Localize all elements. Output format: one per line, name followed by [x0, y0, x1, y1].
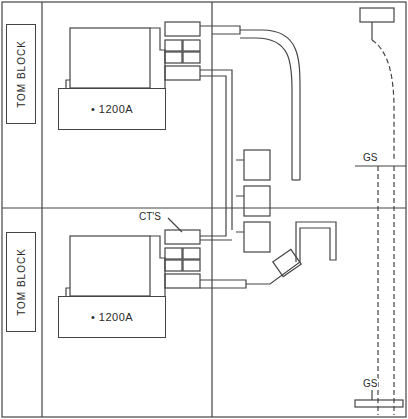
callout-label: GS: [362, 152, 378, 163]
callout-label: GS: [362, 378, 378, 389]
block-label: TOM BLOCK: [16, 248, 27, 316]
rating-label: • 1200A: [91, 103, 133, 115]
block-label: TOM BLOCK: [16, 40, 27, 108]
terminal-block: TOM BLOCK: [6, 24, 36, 124]
terminal-block: TOM BLOCK: [6, 232, 36, 332]
breaker-box: • 1200A: [58, 296, 166, 338]
callout-label: CT'S: [138, 211, 162, 222]
breaker-box: • 1200A: [58, 88, 166, 130]
rating-label: • 1200A: [91, 311, 133, 323]
